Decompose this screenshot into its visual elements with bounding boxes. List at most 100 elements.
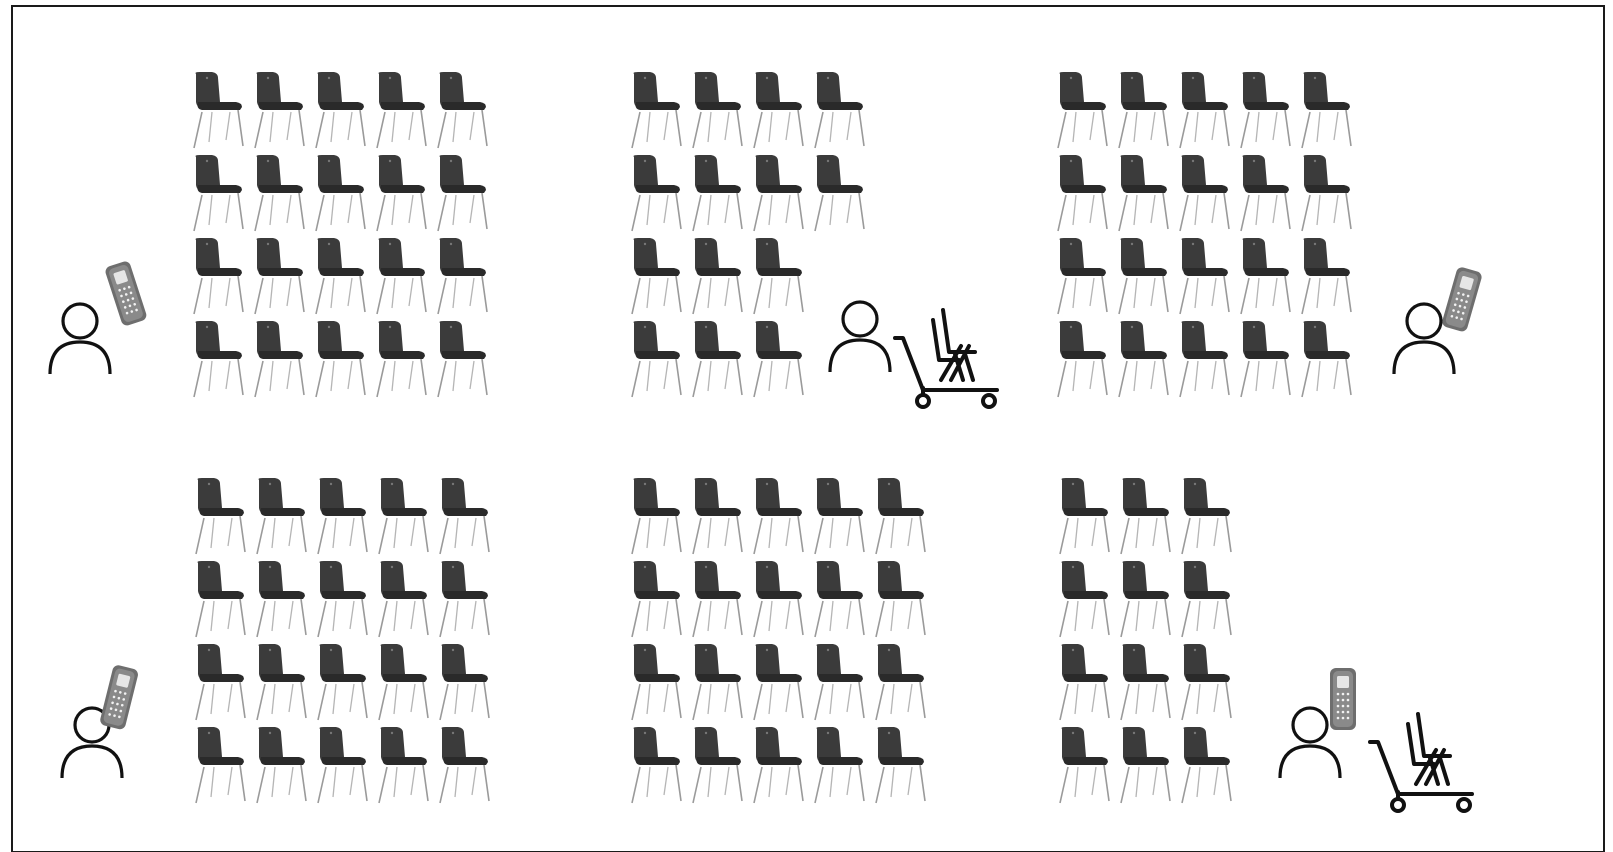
chair-icon bbox=[318, 727, 367, 803]
cart-bottom-right bbox=[1370, 714, 1472, 811]
chair-icon bbox=[754, 72, 803, 148]
chair-icon bbox=[1119, 72, 1168, 148]
chair-icon bbox=[1119, 238, 1168, 314]
chairs-layer bbox=[194, 72, 1351, 803]
chair-icon bbox=[1241, 72, 1290, 148]
chair-icon bbox=[1119, 155, 1168, 231]
chair-icon bbox=[379, 727, 428, 803]
chair-icon bbox=[1121, 478, 1170, 554]
group-top-center bbox=[632, 72, 864, 397]
chair-icon bbox=[693, 644, 742, 720]
chair-icon bbox=[1302, 155, 1351, 231]
chair-icon bbox=[316, 238, 365, 314]
chair-icon bbox=[815, 644, 864, 720]
chair-icon bbox=[1302, 72, 1351, 148]
chair-icon bbox=[377, 72, 426, 148]
chair-icon bbox=[754, 321, 803, 397]
chair-icon bbox=[1058, 321, 1107, 397]
chair-icon bbox=[377, 321, 426, 397]
chair-icon bbox=[440, 727, 489, 803]
chair-icon bbox=[1060, 478, 1109, 554]
chair-icon bbox=[1302, 321, 1351, 397]
chair-icon bbox=[815, 727, 864, 803]
chair-icon bbox=[257, 727, 306, 803]
chair-icon bbox=[754, 238, 803, 314]
chair-icon bbox=[632, 561, 681, 637]
chair-icon bbox=[1302, 238, 1351, 314]
chair-icon bbox=[440, 561, 489, 637]
chair-icon bbox=[632, 644, 681, 720]
chair-icon bbox=[377, 238, 426, 314]
chair-icon bbox=[693, 727, 742, 803]
chair-icon bbox=[1058, 238, 1107, 314]
person-icon bbox=[50, 304, 110, 374]
chair-icon bbox=[255, 321, 304, 397]
chair-icon bbox=[876, 727, 925, 803]
chair-icon bbox=[693, 155, 742, 231]
chair-icon bbox=[255, 72, 304, 148]
chair-icon bbox=[318, 561, 367, 637]
chair-icon bbox=[815, 561, 864, 637]
chair-icon bbox=[876, 478, 925, 554]
chair-icon bbox=[1180, 321, 1229, 397]
chair-icon bbox=[1241, 321, 1290, 397]
remote-control-icon bbox=[1330, 668, 1356, 730]
chair-icon bbox=[1180, 72, 1229, 148]
chair-icon bbox=[194, 238, 243, 314]
group-bottom-right bbox=[1060, 478, 1231, 803]
chair-icon bbox=[318, 478, 367, 554]
chair-icon bbox=[257, 561, 306, 637]
chair-icon bbox=[876, 644, 925, 720]
chair-icon bbox=[196, 478, 245, 554]
chair-icon bbox=[1182, 561, 1231, 637]
chair-icon bbox=[1182, 478, 1231, 554]
group-top-left bbox=[194, 72, 487, 397]
chair-icon bbox=[379, 561, 428, 637]
chair-icon bbox=[1182, 644, 1231, 720]
chair-icon bbox=[196, 644, 245, 720]
person-bottom-right bbox=[1280, 668, 1356, 778]
chair-icon bbox=[693, 238, 742, 314]
remote-control-icon bbox=[104, 260, 148, 327]
group-bottom-center bbox=[632, 478, 925, 803]
chair-icon bbox=[693, 321, 742, 397]
chair-icon bbox=[318, 644, 367, 720]
chair-icon bbox=[379, 478, 428, 554]
chair-icon bbox=[754, 155, 803, 231]
chair-icon bbox=[257, 644, 306, 720]
remote-control-icon bbox=[1441, 266, 1483, 333]
person-top-left bbox=[50, 260, 148, 374]
chair-icon bbox=[1241, 238, 1290, 314]
chair-icon bbox=[1121, 561, 1170, 637]
chair-icon bbox=[438, 72, 487, 148]
chair-icon bbox=[438, 321, 487, 397]
chair-icon bbox=[316, 72, 365, 148]
chair-icon bbox=[815, 155, 864, 231]
chair-icon bbox=[440, 478, 489, 554]
chair-icon bbox=[196, 561, 245, 637]
chair-icon bbox=[632, 478, 681, 554]
chair-icon bbox=[632, 155, 681, 231]
chair-icon bbox=[255, 238, 304, 314]
chair-icon bbox=[1119, 321, 1168, 397]
chair-icon bbox=[876, 561, 925, 637]
group-top-right bbox=[1058, 72, 1351, 397]
chair-icon bbox=[754, 478, 803, 554]
chair-icon bbox=[754, 561, 803, 637]
chair-icon bbox=[438, 155, 487, 231]
chair-icon bbox=[632, 238, 681, 314]
chair-icon bbox=[194, 72, 243, 148]
chair-icon bbox=[815, 72, 864, 148]
person-top-right bbox=[1394, 266, 1483, 374]
chair-icon bbox=[194, 155, 243, 231]
chair-icon bbox=[438, 238, 487, 314]
diagram-border bbox=[12, 6, 1604, 852]
chair-icon bbox=[194, 321, 243, 397]
chair-icon bbox=[1058, 155, 1107, 231]
chair-icon bbox=[693, 478, 742, 554]
chair-cart-icon bbox=[895, 310, 997, 407]
chair-cart-icon bbox=[1370, 714, 1472, 811]
chair-icon bbox=[316, 155, 365, 231]
